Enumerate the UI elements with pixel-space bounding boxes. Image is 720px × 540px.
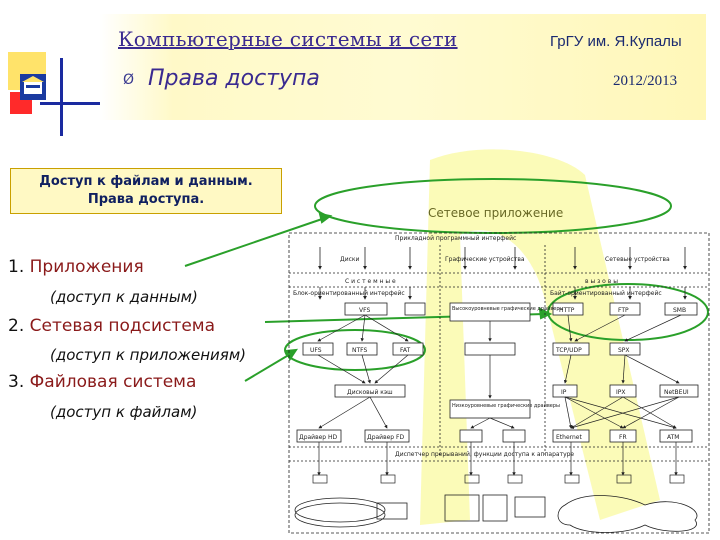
- ufs-box: UFS: [310, 347, 322, 354]
- list-number: 2.: [8, 316, 25, 336]
- syscalls-right: в ы з о в ы: [585, 278, 618, 285]
- ftp-box: FTP: [618, 307, 629, 314]
- category-graphics: Графические устройства: [445, 256, 525, 263]
- decor-horizontal-line: [40, 102, 100, 105]
- list-number: 3.: [8, 372, 25, 392]
- topic-box: Доступ к файлам и данным. Права доступа.: [10, 168, 282, 214]
- hl-graphics-box: Высокоуровневые графические драйверы: [452, 305, 564, 312]
- list-number: 1.: [8, 257, 25, 277]
- filesystems-ellipse: [284, 329, 426, 371]
- ethernet-box: Ethernet: [556, 434, 582, 441]
- decor-vertical-line: [60, 58, 63, 136]
- list-item-applications: 1. Приложения: [8, 257, 144, 277]
- list-subtext: (доступ к файлам): [50, 403, 198, 421]
- floppy-drive-icon: [376, 502, 408, 520]
- ip-box: IP: [561, 389, 567, 396]
- header-band: [100, 14, 706, 120]
- block-interface-label: Блок-ориентированный интерфейс: [293, 290, 405, 297]
- atm-box: ATM: [667, 434, 679, 441]
- category-disks: Диски: [340, 256, 360, 263]
- modem-icon: [514, 496, 546, 518]
- ll-graphics-box: Низкоуровневые графические драйверы: [452, 402, 560, 409]
- hardware-icons: [294, 494, 698, 533]
- printer-icon: [482, 494, 508, 522]
- list-term: Файловая система: [29, 372, 197, 392]
- api-label: Прикладной программный интерфейс: [395, 235, 516, 242]
- smb-box: SMB: [673, 307, 686, 314]
- topic-line-2: Права доступа.: [87, 192, 205, 207]
- byte-interface-label: Байт-ориентированный интерфейс: [550, 290, 662, 297]
- course-title: Компьютерные системы и сети: [118, 27, 458, 51]
- university-name: ГрГУ им. Я.Купалы: [550, 33, 682, 50]
- network-app-label: Сетевое приложение: [428, 206, 564, 220]
- list-subtext: (доступ к данным): [50, 288, 198, 306]
- list-term: Сетевая подсистема: [29, 316, 216, 336]
- hd-driver-box: Драйвер HD: [299, 434, 338, 441]
- dispatcher-label: Диспетчер прерываний, функции доступа к …: [395, 451, 574, 458]
- topic-line-1: Доступ к файлам и данным.: [39, 174, 253, 189]
- network-app-ellipse: [314, 178, 672, 234]
- http-box: HTTP: [559, 307, 575, 314]
- disk-cache-box: Дисковый кэш: [347, 389, 393, 396]
- section-title: Права доступа: [148, 66, 320, 91]
- list-term: Приложения: [29, 257, 144, 277]
- network-cloud-icon: [557, 495, 698, 533]
- fd-driver-box: Драйвер FD: [367, 434, 404, 441]
- list-item-network: 2. Сетевая подсистема: [8, 316, 215, 336]
- monitor-icon: [444, 494, 480, 522]
- list-subtext: (доступ к приложениям): [50, 346, 246, 364]
- fr-box: FR: [619, 434, 627, 441]
- university-logo: [20, 74, 46, 100]
- academic-year: 2012/2013: [613, 73, 678, 89]
- fat-box: FAT: [400, 347, 411, 354]
- hard-disk-icon: [294, 502, 386, 528]
- netbeui-box: NetBEUI: [664, 389, 689, 396]
- category-network: Сетевые устройства: [605, 256, 670, 263]
- vfs-box: VFS: [359, 307, 370, 314]
- spx-box: SPX: [618, 347, 630, 354]
- ipx-box: IPX: [616, 389, 626, 396]
- watermark-glyph: [420, 149, 660, 526]
- os-architecture-diagram: Прикладной программный интерфейс Диски Г…: [288, 232, 710, 534]
- bullet-arrow-icon: Ø: [123, 72, 135, 88]
- tcpudp-box: TCP/UDP: [555, 347, 582, 354]
- list-item-filesystem: 3. Файловая система: [8, 372, 196, 392]
- ntfs-box: NTFS: [352, 347, 367, 354]
- syscalls-left: С и с т е м н ы е: [345, 278, 396, 285]
